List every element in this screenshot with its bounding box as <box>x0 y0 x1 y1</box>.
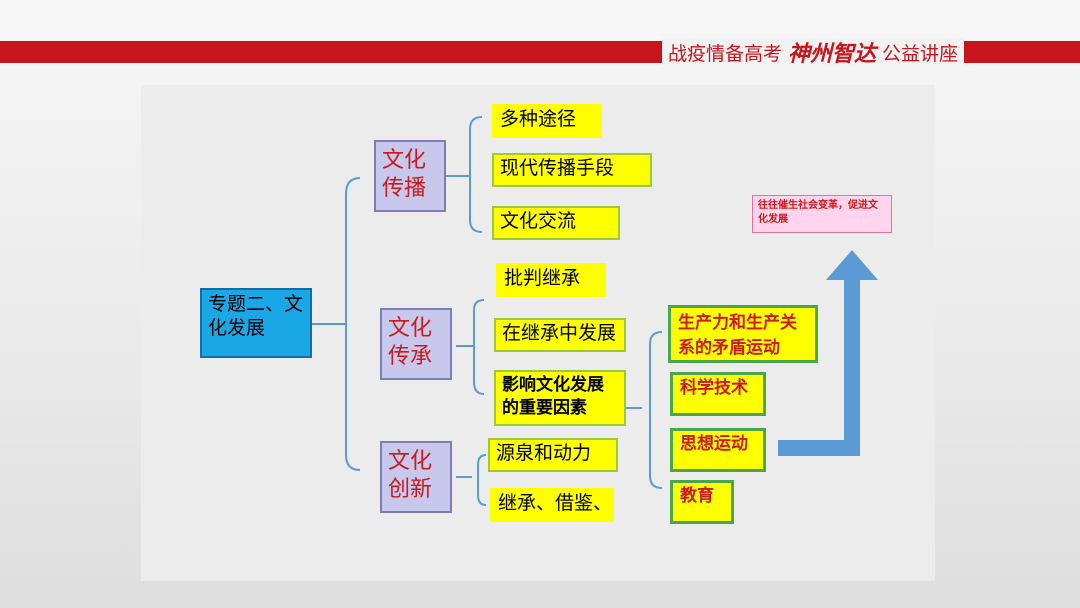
brace-innovate <box>477 454 487 506</box>
category-spread: 文化传播 <box>374 140 446 212</box>
banner-title-suffix: 公益讲座 <box>882 42 959 65</box>
category-inherit: 文化传承 <box>380 308 452 380</box>
banner-calligraphy-logo: 神州智达 <box>788 41 877 67</box>
brace-factors <box>649 331 663 489</box>
factor-science: 科学技术 <box>670 372 766 416</box>
brace-root <box>345 177 361 471</box>
leaf-inherit-2: 在继承中发展 <box>494 318 626 352</box>
leaf-spread-3: 文化交流 <box>492 206 620 240</box>
banner-title-prefix: 战疫情备高考 <box>668 42 783 65</box>
banner-title: 战疫情备高考 神州智达 公益讲座 <box>662 38 965 67</box>
leaf-spread-2: 现代传播手段 <box>492 153 652 187</box>
result-box: 往往催生社会变革，促进文化发展 <box>752 195 892 233</box>
leaf-inherit-3: 影响文化发展的重要因素 <box>494 370 626 426</box>
leaf-innovate-2: 继承、借鉴、 <box>490 488 614 522</box>
leaf-spread-1: 多种途径 <box>492 104 602 138</box>
brace-inherit <box>473 299 485 395</box>
up-arrow <box>778 250 878 456</box>
brace-spread <box>469 116 483 233</box>
root-topic: 专题二、文化发展 <box>200 288 312 358</box>
factor-thought: 思想运动 <box>670 428 766 472</box>
category-innovate: 文化创新 <box>380 441 452 513</box>
leaf-innovate-1: 源泉和动力 <box>488 438 618 472</box>
factor-education: 教育 <box>670 480 734 524</box>
factor-productivity: 生产力和生产关系的矛盾运动 <box>668 305 818 363</box>
leaf-inherit-1: 批判继承 <box>496 263 606 297</box>
